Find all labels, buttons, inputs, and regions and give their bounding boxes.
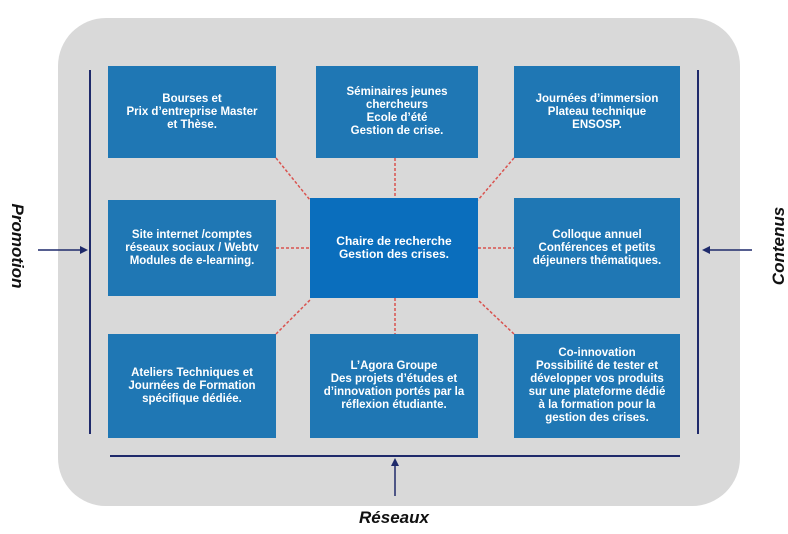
connector-top-left — [275, 157, 311, 201]
connector-bottom-left — [275, 299, 311, 335]
box-top-middle: Séminaires jeunes chercheurs Ecole d’été… — [316, 66, 478, 158]
label-reseaux: Réseaux — [359, 508, 429, 527]
box-center: Chaire de recherche Gestion des crises. — [310, 198, 478, 298]
box-top-left: Bourses et Prix d’entreprise Master et T… — [108, 66, 276, 158]
right-arrowhead — [702, 246, 710, 254]
box-bottom-left: Ateliers Techniques et Journées de Forma… — [108, 334, 276, 438]
box-bottom-right: Co-innovation Possibilité de tester et d… — [514, 334, 680, 438]
bottom-arrowhead — [391, 458, 399, 466]
box-middle-left: Site internet /comptes réseaux sociaux /… — [108, 200, 276, 296]
label-promotion: Promotion — [8, 203, 27, 289]
box-bottom-middle: L’Agora Groupe Des projets d’études et d… — [310, 334, 478, 438]
connector-bottom-right — [477, 299, 515, 335]
box-top-right: Journées d’immersion Plateau technique E… — [514, 66, 680, 158]
box-middle-right: Colloque annuel Conférences et petits dé… — [514, 198, 680, 298]
label-contenus: Contenus — [769, 206, 788, 286]
left-arrowhead — [80, 246, 88, 254]
connector-top-right — [477, 157, 515, 201]
